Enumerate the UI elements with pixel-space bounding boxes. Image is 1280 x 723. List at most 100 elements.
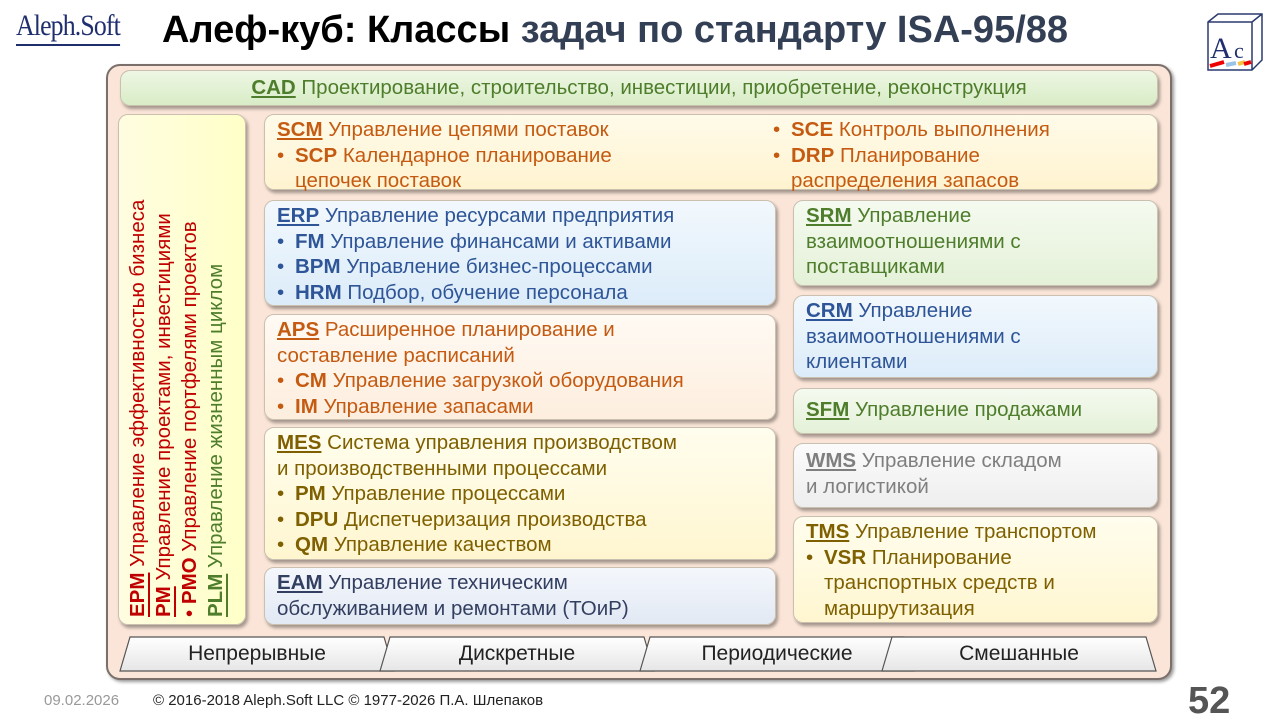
mes-text-cont: и производственными процессами (277, 456, 608, 480)
tms-box: TMS Управление транспортом • VSR Планиров… (793, 516, 1158, 623)
crm-text: Управление (852, 299, 973, 322)
bullet: • (277, 229, 285, 253)
tms-key: TMS (806, 520, 850, 543)
title-part1: Алеф-куб: Классы (162, 9, 511, 51)
bullet: • (277, 369, 285, 392)
slide-title: Алеф-куб: Классы задач по стандарту ISA-… (162, 6, 1068, 54)
scm-box: SCM Управление цепями поставок •SCP Кале… (264, 114, 1158, 192)
bullet: • (277, 482, 285, 505)
eam-box: EAM Управление техническим обслуживанием… (264, 567, 776, 625)
scp-key: SCP (295, 143, 338, 167)
aps-text-cont: составление расписаний (277, 343, 515, 367)
crm-key: CRM (806, 299, 853, 322)
vsr-text-2: транспортных средств и (824, 571, 1055, 594)
vsr-text: Планирование (866, 545, 1012, 569)
drp-text-cont: распределения запасов (791, 169, 1020, 192)
bpm-key: BPM (295, 255, 341, 278)
wms-key: WMS (806, 449, 857, 472)
epm-text: Управление эффективностью бизнеса (126, 199, 149, 573)
pm-process-key: PM (295, 482, 326, 505)
bullet: • (277, 280, 285, 304)
fm-text: Управление финансами и активами (324, 229, 672, 253)
pm-key: PM (152, 586, 175, 617)
bullet: • (806, 545, 814, 569)
srm-box: SRM Управление взаимоотношениями с поста… (793, 200, 1158, 286)
srm-text-2: взаимоотношениями с (806, 229, 1021, 253)
sce-text: Контроль выполнения (833, 118, 1050, 141)
scp-text: Календарное планирование (337, 143, 612, 167)
tab-label: Смешанные (959, 642, 1079, 665)
aps-key: APS (277, 318, 320, 341)
tab-label: Дискретные (458, 642, 576, 665)
bullet: • (277, 255, 285, 278)
tab-continuous: Непрерывные (118, 636, 396, 672)
aleph-soft-logo: Aleph.Soft (16, 8, 121, 46)
tms-text: Управление транспортом (849, 520, 1097, 543)
crm-text-2: взаимоотношениями с (806, 324, 1021, 348)
sfm-text: Управление продажами (849, 398, 1083, 421)
bullet: • (773, 143, 781, 167)
plm-key: PLM (204, 573, 227, 617)
scp-text-cont: цепочек поставок (295, 169, 462, 192)
pm-text: Управление проектами, инвестициями (152, 213, 175, 587)
hrm-text: Подбор, обучение персонала (341, 280, 628, 304)
crm-box: CRM Управление взаимоотношениями с клиен… (793, 295, 1158, 378)
cad-text: Проектирование, строительство, инвестици… (295, 76, 1027, 99)
drp-key: DRP (791, 143, 835, 167)
epm-key: EPM (126, 572, 149, 617)
erp-text: Управление ресурсами предприятия (319, 204, 675, 227)
tab-mixed: Смешанные (880, 636, 1158, 672)
pm-process-text: Управление процессами (325, 482, 566, 505)
wms-text: Управление складом (856, 449, 1062, 472)
srm-text: Управление (851, 204, 972, 227)
eam-text: Управление техническим (322, 571, 568, 594)
sce-key: SCE (791, 118, 834, 141)
page-number: 52 (1188, 680, 1231, 722)
footer-date: 09.02.2026 (44, 692, 120, 709)
tab-discrete: Дискретные (378, 636, 656, 672)
mes-box: MES Система управления производством и п… (264, 427, 776, 560)
fm-key: FM (295, 229, 325, 253)
tab-label: Периодические (701, 642, 853, 665)
scm-text: Управление цепями поставок (322, 118, 609, 141)
svg-text:A: A (1210, 32, 1232, 65)
hrm-key: HRM (295, 280, 342, 304)
svg-text:c: c (1234, 38, 1244, 63)
qm-key: QM (295, 533, 329, 556)
dpu-text: Диспетчеризация производства (338, 507, 647, 531)
wms-text-cont: и логистикой (806, 474, 929, 498)
vsr-text-3: маршрутизация (824, 596, 975, 620)
tab-label: Непрерывные (188, 642, 326, 665)
bullet: • (178, 609, 201, 617)
aps-text: Расширенное планирование и (319, 318, 615, 341)
im-text: Управление запасами (317, 394, 534, 418)
sfm-box: SFM Управление продажами (793, 388, 1158, 434)
drp-text: Планирование (834, 143, 980, 167)
vsr-key: VSR (824, 545, 867, 569)
eam-key: EAM (277, 571, 323, 594)
enterprise-box: EPM Управление эффективностью бизнеса PM… (118, 114, 246, 625)
qm-text: Управление качеством (328, 533, 552, 556)
srm-text-3: поставщиками (806, 255, 945, 278)
bpm-text: Управление бизнес-процессами (340, 255, 653, 278)
tab-periodic: Периодические (638, 636, 916, 672)
wms-box: WMS Управление складом и логистикой (793, 443, 1158, 508)
process-type-tabs: Непрерывные Дискретные Периодические Сме… (118, 636, 1158, 672)
sfm-key: SFM (806, 398, 850, 421)
title-part2: задач по стандарту ISA-95/88 (510, 9, 1069, 51)
erp-key: ERP (277, 204, 320, 227)
cad-box: CAD Проектирование, строительство, инвес… (120, 70, 1158, 106)
dpu-key: DPU (295, 507, 339, 531)
plm-text: Управление жизненным циклом (204, 263, 227, 574)
mes-key: MES (277, 431, 322, 454)
erp-box: ERP Управление ресурсами предприятия • FM… (264, 200, 776, 306)
footer-copyright: © 2016-2018 Aleph.Soft LLC © 1977-2026 П… (153, 692, 544, 709)
im-key: IM (295, 394, 318, 418)
crm-text-3: клиентами (806, 350, 908, 373)
bullet: • (773, 118, 781, 141)
bullet: • (277, 143, 285, 167)
pmo-key: PMO (178, 557, 201, 605)
cm-text: Управление загрузкой оборудования (326, 369, 684, 392)
mes-text: Система управления производством (321, 431, 678, 454)
